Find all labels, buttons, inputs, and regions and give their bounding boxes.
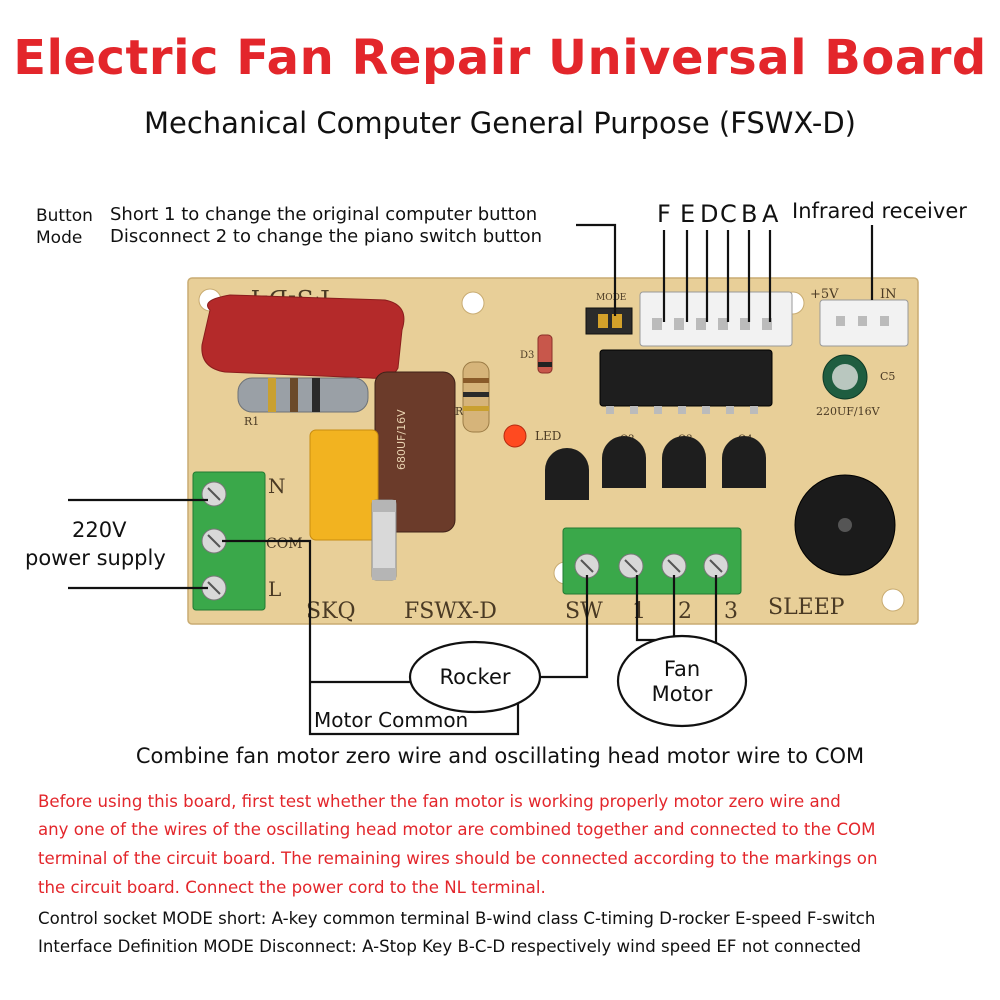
resistor-r2 [462,361,490,433]
pin-label-d: D [700,200,719,228]
led-indicator [503,424,527,448]
note-line-2: Interface Definition MODE Disconnect: A-… [38,937,862,956]
motor-terminal-block [562,527,742,595]
button-mode-short-text: Short 1 to change the original computer … [110,204,538,225]
warning-line-1: Before using this board, first test whet… [38,792,841,811]
transistors [545,436,766,500]
electrolytic-capacitor-680uf: 680UF/16V [374,371,456,533]
board-speed1-label: 1 [632,599,646,624]
mode-silk-label: MODE [596,293,626,303]
cap-big-label: 680UF/16V [395,409,408,470]
plus5v-label: +5V [810,287,839,302]
x-capacitor-red [201,294,405,379]
led-label: LED [535,429,561,443]
fan-motor-label-2: Motor [652,682,713,706]
control-socket-connector [639,291,793,347]
capacitor-220uf [822,354,868,400]
buzzer [794,474,896,576]
warning-line-3: terminal of the circuit board. The remai… [38,849,878,868]
resistor-r1 [237,377,369,413]
page-subtitle: Mechanical Computer General Purpose (FSW… [144,106,856,140]
pin-label-c: C [720,200,737,228]
terminal-l-label: L [268,577,281,601]
c5-label: C5 [880,370,895,383]
diode-d3 [537,334,553,374]
button-mode-label-2: Mode [36,228,83,248]
pin-label-f: F [657,200,671,228]
ic-chip [599,349,773,414]
board-sleep-label: SLEEP [768,595,845,620]
fan-motor-label-1: Fan [664,657,700,681]
pin-label-a: A [762,200,779,228]
pin-label-b: B [741,200,758,228]
mode-jumper [585,307,633,335]
yellow-capacitor [309,429,379,541]
fan-motor-node: Fan Motor [616,634,748,728]
button-mode-disconnect-text: Disconnect 2 to change the piano switch … [110,226,543,247]
board-speed2-label: 2 [678,599,692,624]
combine-note: Combine fan motor zero wire and oscillat… [135,744,865,768]
board-model-label: FSWX-D [404,599,497,624]
in-label: IN [880,287,897,302]
infrared-connector [819,299,909,347]
note-line-1: Control socket MODE short: A-key common … [38,909,876,928]
terminal-com-label: COM [266,536,303,552]
r1-label: R1 [244,415,259,428]
board-sw-label: SW [565,599,603,624]
rocker-label: Rocker [439,665,510,689]
pin-label-e: E [680,200,696,228]
capacitor-rating-label: 220UF/16V [816,405,881,418]
power-supply-label: power supply [25,546,166,570]
page-title: Electric Fan Repair Universal Board [13,30,987,86]
infrared-receiver-label: Infrared receiver [792,199,967,223]
rocker-node: Rocker [408,640,542,714]
terminal-n-label: N [268,474,286,498]
warning-line-4: the circuit board. Connect the power cor… [38,878,546,897]
power-supply-voltage: 220V [72,518,127,542]
fuse [371,499,397,581]
board-skq-label: SKQ [306,599,356,624]
board-speed3-label: 3 [724,599,738,624]
d3-label: D3 [520,350,534,361]
button-mode-label-1: Button [36,206,93,226]
warning-line-2: any one of the wires of the oscillating … [38,820,876,839]
motor-common-label: Motor Common [314,708,469,732]
